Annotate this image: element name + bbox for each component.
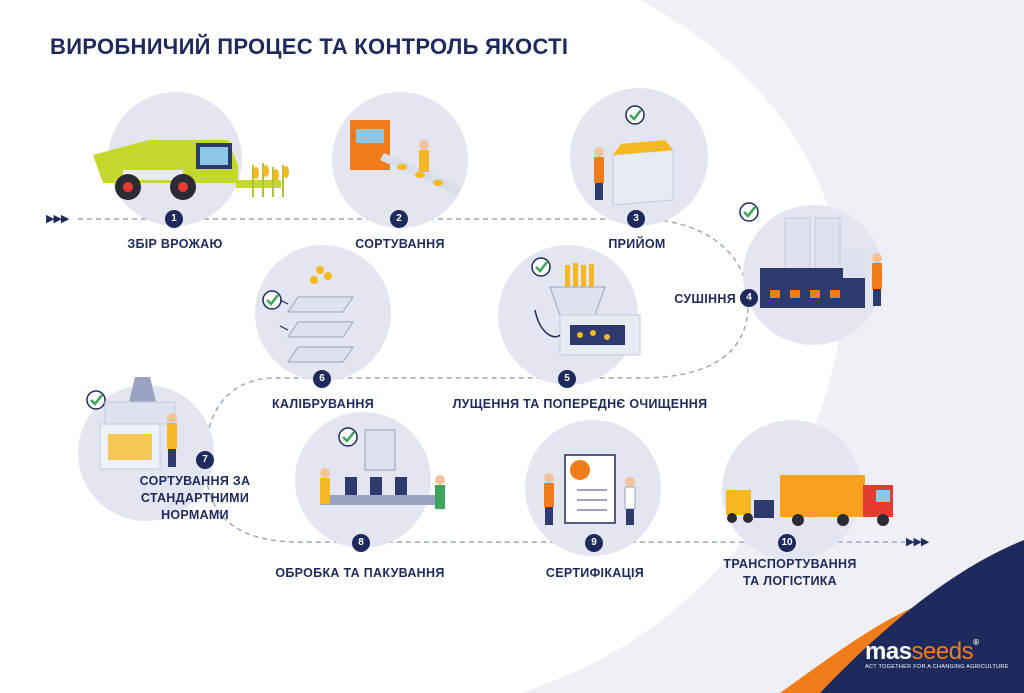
step-10-label: ТРАНСПОРТУВАННЯ ТА ЛОГІСТИКА [705,556,875,590]
combine-harvester-icon [93,140,289,200]
step-9-label: СЕРТИФІКАЦІЯ [545,566,645,580]
step-4-label: СУШІННЯ [674,292,736,306]
logo-registered: ® [973,638,979,647]
step-1-label: ЗБІР ВРОЖАЮ [127,237,223,251]
step-4-badge: 4 [740,289,758,307]
step-3-label: ПРИЙОМ [608,237,666,251]
grain-bin-icon [594,105,674,206]
truck-forklift-icon [726,475,893,526]
step-6-badge: 6 [313,370,331,388]
step-1-badge: 1 [165,210,183,228]
step-7-label-line-3: НОРМАМИ [161,508,229,522]
logo-wordmark: masseeds® [865,638,1009,666]
logo-brand-main: mas [865,638,912,665]
step-8-bg-circle [295,412,431,548]
step-5-badge: 5 [558,370,576,388]
husking-machine-icon [531,257,641,356]
step-7-label-line-2: СТАНДАРТНИМИ [140,491,250,505]
logo-brand-accent: seeds [911,638,974,665]
page-title: ВИРОБНИЧИЙ ПРОЦЕС ТА КОНТРОЛЬ ЯКОСТІ [50,34,569,59]
step-10-label-line-1: ТРАНСПОРТУВАННЯ [723,557,857,571]
packing-line-icon [320,427,445,509]
dryer-silo-icon [739,202,882,308]
step-2-label: СОРТУВАННЯ [355,237,445,251]
step-3-badge: 3 [627,210,645,228]
calibration-sieves-icon [262,266,354,363]
flow-end-arrows: ▶▶▶ [906,536,929,548]
masseeds-logo: masseeds® ACT TOGETHER FOR A CHANGING AG… [865,638,1009,670]
step-8-badge: 8 [352,534,370,552]
step-9-badge: 9 [585,534,603,552]
step-7-label-line-1: СОРТУВАННЯ ЗА [139,474,251,488]
logo-tagline: ACT TOGETHER FOR A CHANGING AGRICULTURE [865,664,1009,670]
step-5-label: ЛУЩЕННЯ ТА ПОПЕРЕДНЄ ОЧИЩЕННЯ [452,397,708,411]
step-10-label-line-2: ТА ЛОГІСТИКА [743,574,837,588]
step-6-label: КАЛІБРУВАННЯ [271,397,375,411]
step-10-badge: 10 [778,534,796,552]
step-2-badge: 2 [390,210,408,228]
sorting-conveyor-icon [350,120,462,195]
optical-sorter-icon [86,377,177,470]
step-7-badge: 7 [196,451,214,469]
certificate-icon [544,454,636,525]
step-8-label: ОБРОБКА ТА ПАКУВАННЯ [275,566,445,580]
step-7-label: СОРТУВАННЯ ЗА СТАНДАРТНИМИ НОРМАМИ [130,473,260,524]
flow-start-arrows: ▶▶▶ [46,213,69,225]
